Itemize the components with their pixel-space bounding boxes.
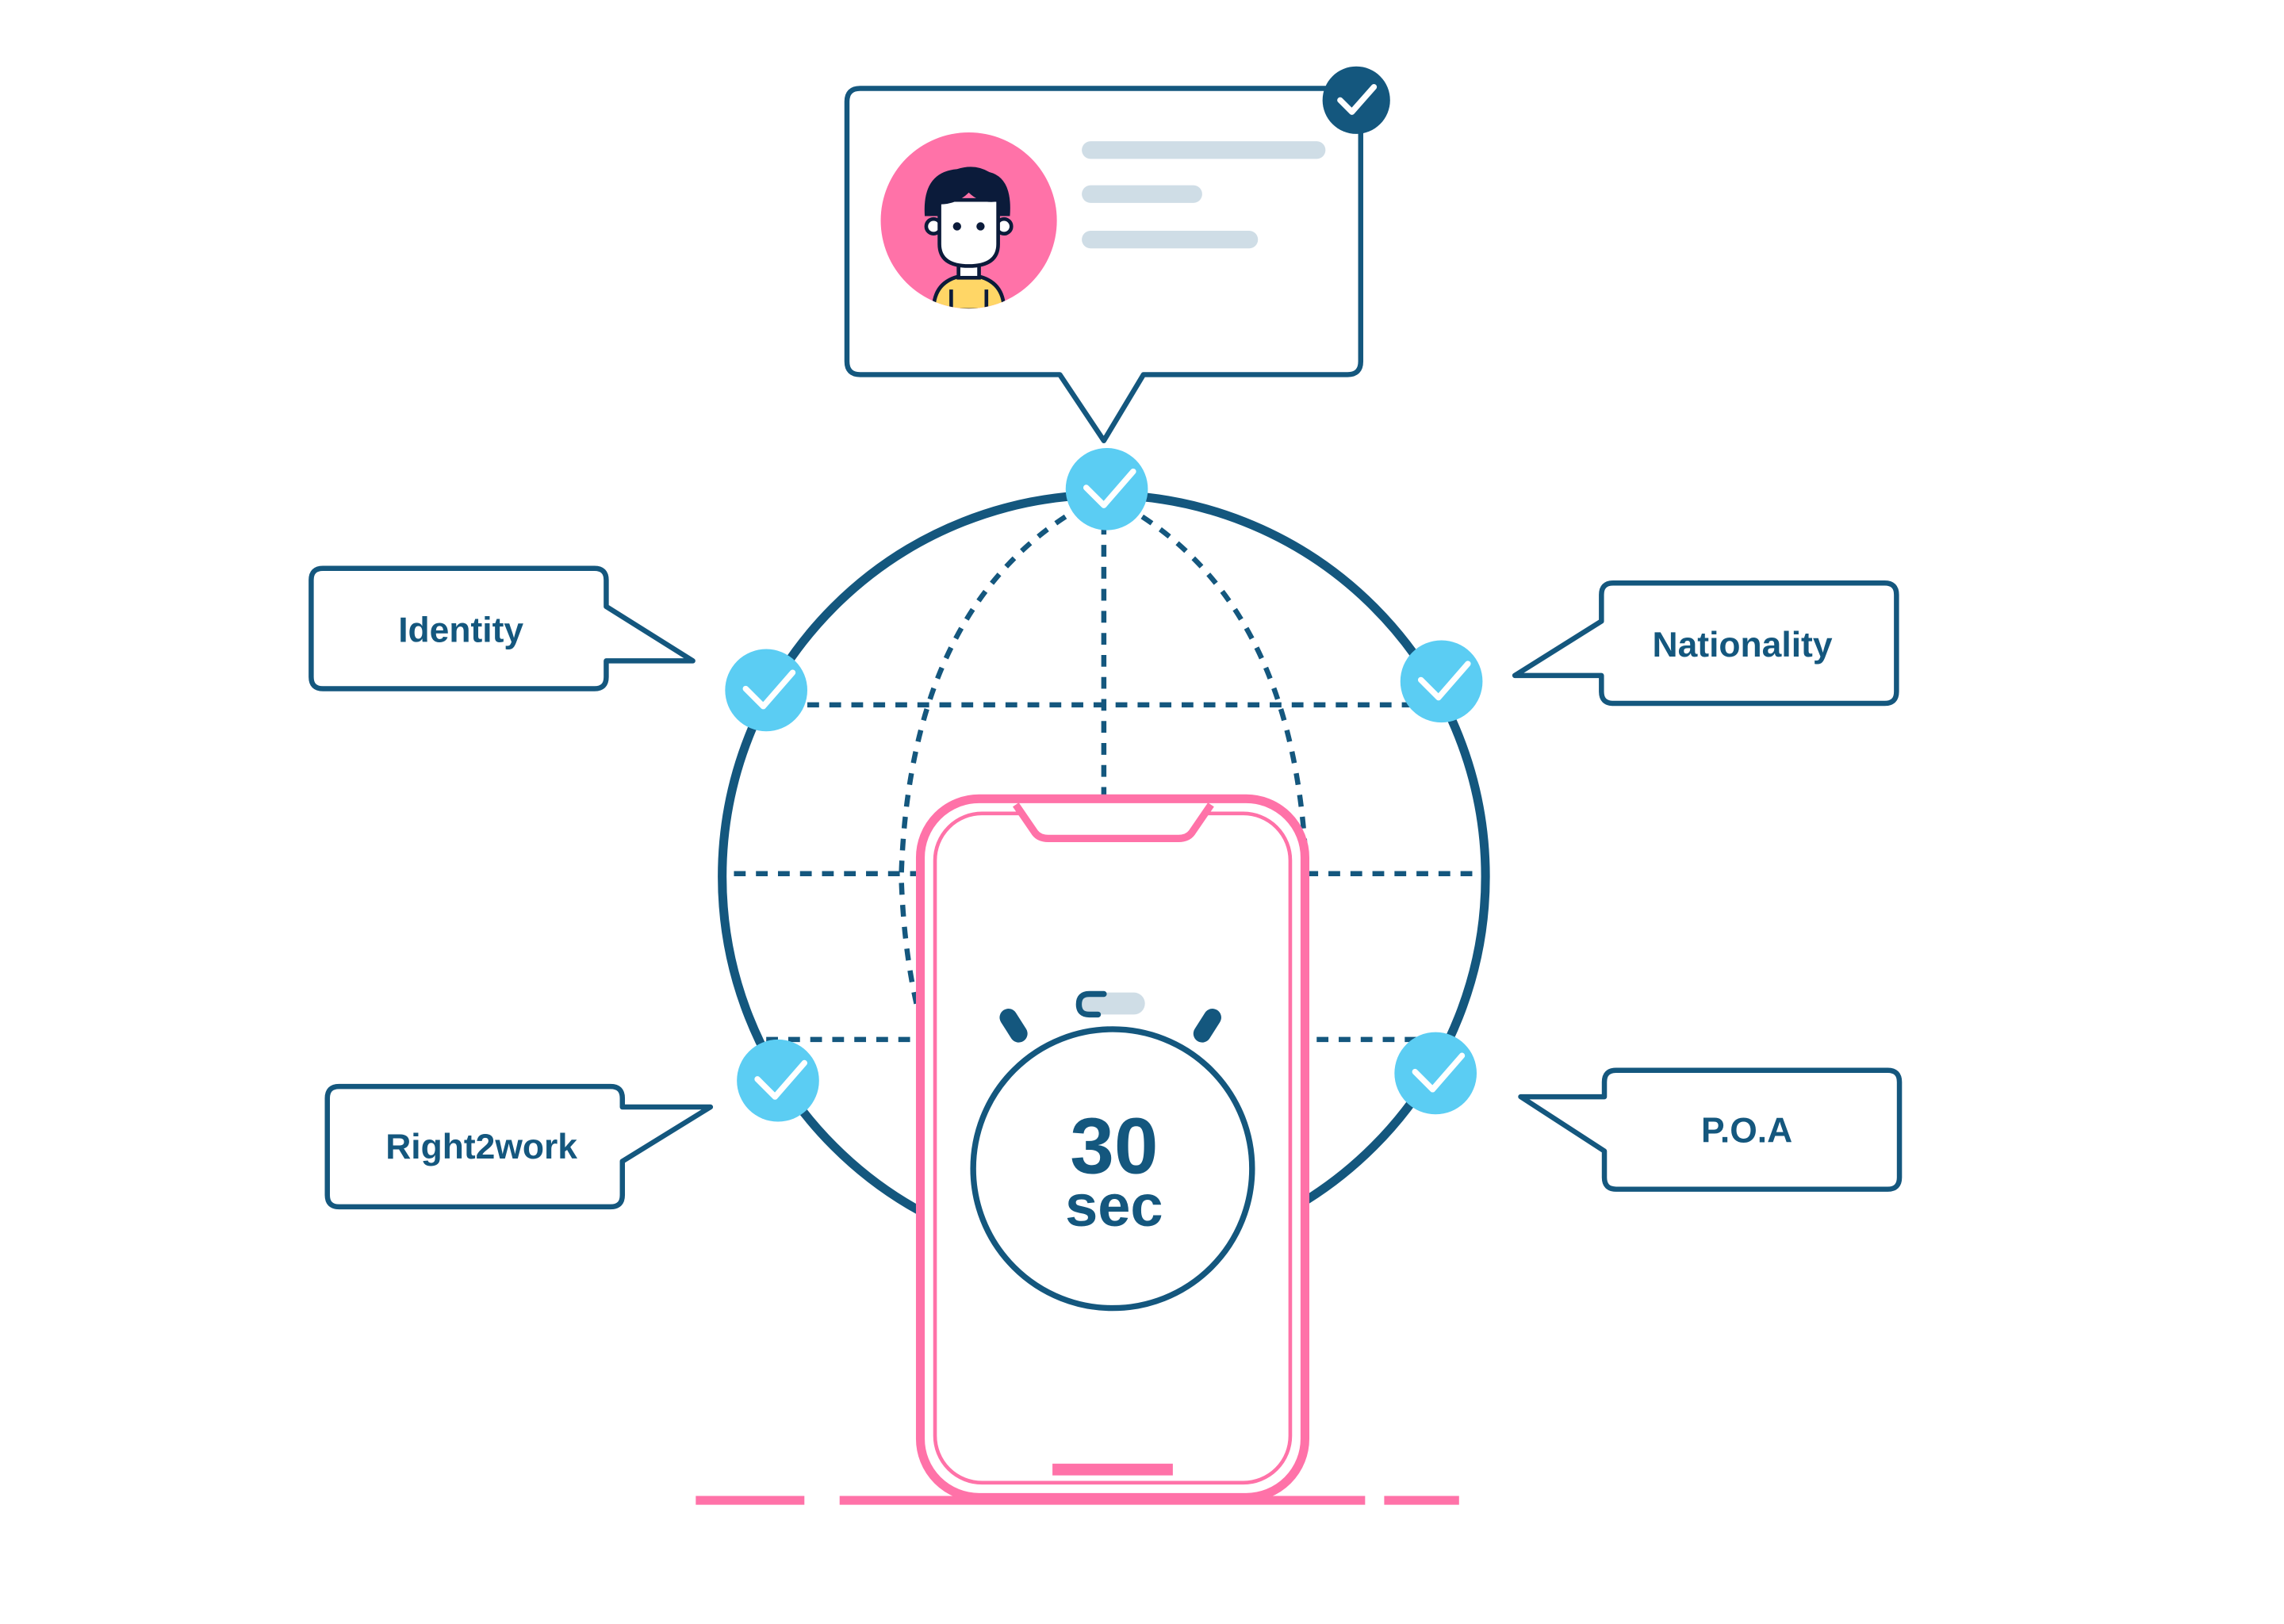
check-node-poa — [1394, 1032, 1477, 1115]
check-node-identity — [725, 649, 807, 732]
identity-label-bubble: Identity — [308, 565, 696, 691]
check-badge-icon — [1322, 66, 1390, 134]
profile-line-2 — [1082, 185, 1202, 203]
identity-label: Identity — [398, 611, 523, 649]
right2work-label-bubble: Right2work — [324, 1083, 714, 1210]
timer-value: 30 — [1070, 1102, 1158, 1190]
poa-label: P.O.A — [1701, 1111, 1792, 1150]
right2work-label: Right2work — [385, 1128, 577, 1166]
timer-unit: sec — [1065, 1173, 1163, 1239]
check-node-nationality — [1400, 640, 1483, 723]
person-avatar-icon — [880, 132, 1057, 309]
profile-line-1 — [1082, 141, 1326, 159]
check-node-top — [1065, 447, 1148, 530]
poa-label-bubble: P.O.A — [1518, 1067, 1903, 1192]
profile-line-3 — [1082, 231, 1259, 249]
profile-card — [844, 66, 1390, 443]
check-node-right2work — [737, 1039, 819, 1122]
nationality-label-bubble: Nationality — [1512, 580, 1899, 707]
nationality-label: Nationality — [1653, 626, 1833, 665]
stopwatch-icon: 30 sec — [970, 990, 1255, 1312]
